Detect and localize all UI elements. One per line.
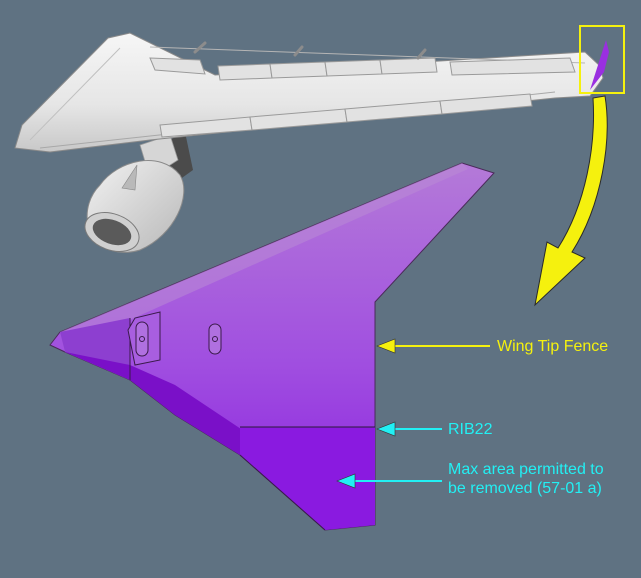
bolt-hole-2 bbox=[212, 336, 218, 342]
engine bbox=[84, 132, 193, 253]
wing-tip-highlight-box bbox=[579, 25, 625, 94]
arrowhead-icon bbox=[376, 338, 396, 354]
arrowhead-icon bbox=[376, 421, 396, 437]
callout-rib22 bbox=[376, 421, 442, 437]
wing-tip-fence-small bbox=[590, 40, 609, 90]
max-area-label-line1: Max area permitted to bbox=[448, 461, 604, 478]
flap-track-fairings bbox=[193, 41, 427, 60]
callout-max-area bbox=[336, 473, 442, 489]
removable-area bbox=[240, 427, 375, 530]
aircraft-wing bbox=[14, 25, 625, 153]
zoom-arrow-icon bbox=[534, 95, 608, 307]
arrowhead-icon bbox=[336, 473, 356, 489]
zoom-arrow bbox=[534, 95, 608, 307]
wing-root-line bbox=[29, 47, 121, 141]
engine-fan bbox=[92, 218, 132, 246]
wing-tip-fence-label: Wing Tip Fence bbox=[497, 338, 609, 355]
bolt-hole-1 bbox=[139, 336, 145, 342]
callout-wing-tip-fence bbox=[376, 338, 490, 354]
fence-edge-line bbox=[239, 454, 326, 531]
bolt-slot-1 bbox=[135, 321, 149, 357]
engine-strake bbox=[121, 164, 138, 191]
max-area-label-line2: be removed (57-01 a) bbox=[448, 480, 602, 497]
wing-tip-fence-detail bbox=[49, 162, 495, 531]
bolt-slot-2 bbox=[208, 323, 222, 355]
rib22-label: RIB22 bbox=[448, 421, 493, 438]
wing-panels bbox=[149, 57, 576, 138]
wing-surface bbox=[14, 32, 604, 153]
max-area-label: Max area permitted to be removed (57-01 … bbox=[448, 460, 638, 498]
